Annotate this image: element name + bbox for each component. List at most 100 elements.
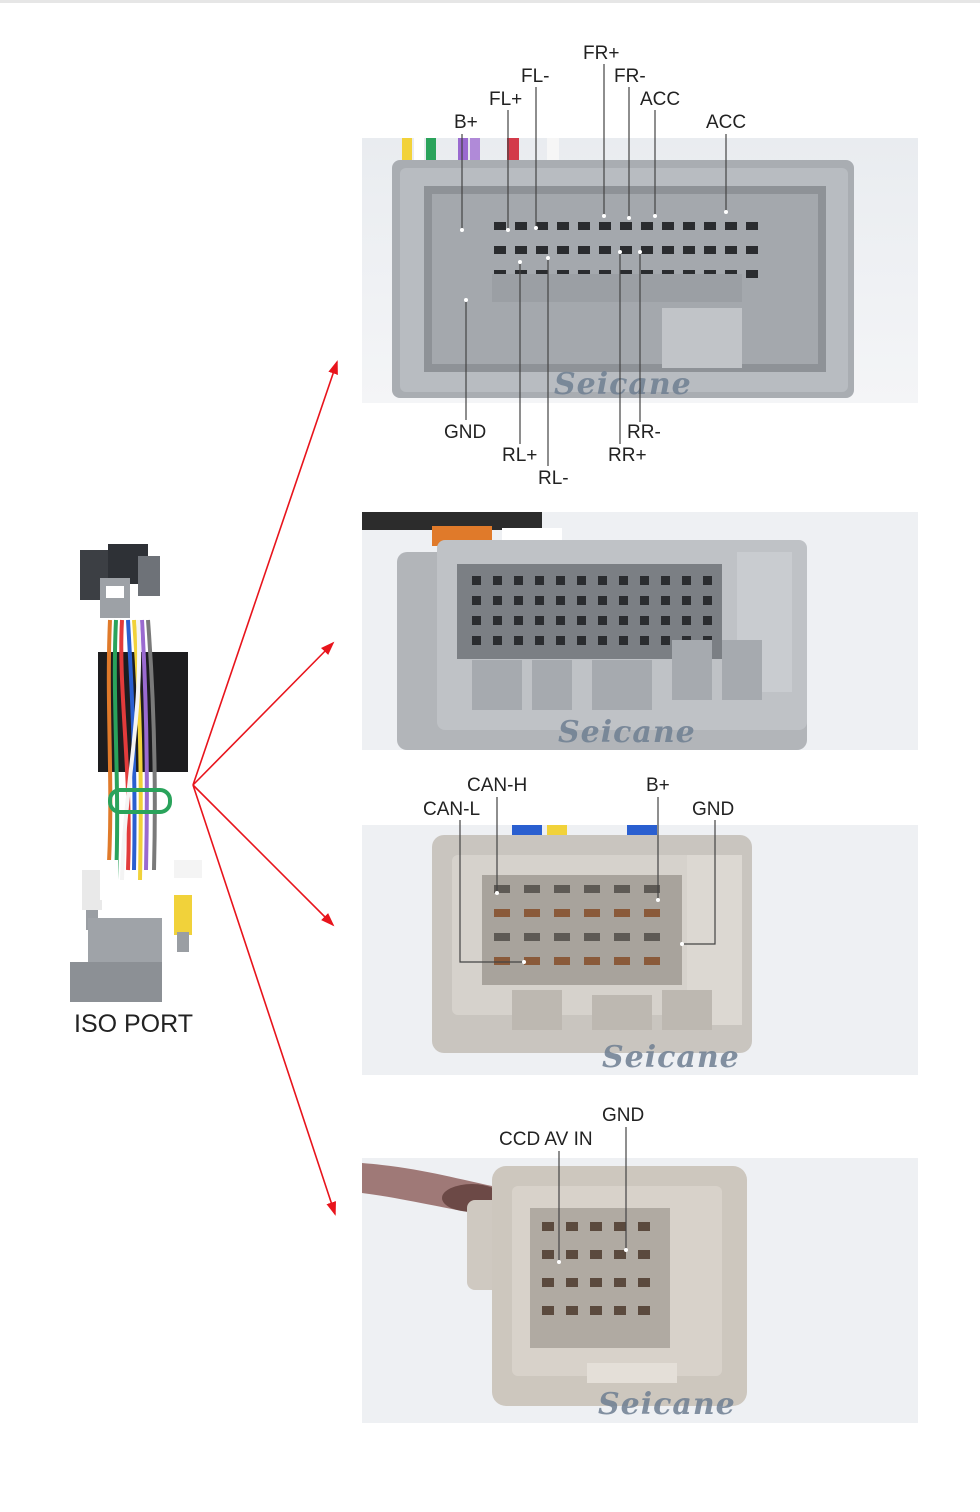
pin-slot — [599, 222, 611, 230]
pin-slot — [746, 222, 758, 230]
leader-dot-14 — [656, 898, 660, 902]
pin-slot — [566, 1250, 578, 1259]
pin-slot — [598, 596, 607, 605]
leader-dot-16 — [680, 942, 684, 946]
pin-slot — [590, 1250, 602, 1259]
pin-slot — [619, 596, 628, 605]
pin-slot — [577, 616, 586, 625]
pin-slot — [584, 885, 600, 893]
pin-slot — [590, 1306, 602, 1315]
pointer-arrow-2 — [192, 641, 335, 786]
leader-dot-1 — [602, 214, 606, 218]
pin-slot — [704, 222, 716, 230]
connector-photo-4: Seicane — [362, 1158, 918, 1423]
pin-slot — [535, 596, 544, 605]
pin-slot — [578, 222, 590, 230]
pin-slot — [494, 885, 510, 893]
pin-label-rr-plus: RR+ — [608, 445, 647, 466]
pin-label-b-plus-3: B+ — [646, 775, 670, 796]
connector-photo-3: Seicane — [362, 825, 918, 1075]
pin-slot — [472, 576, 481, 585]
leader-dot-6 — [724, 210, 728, 214]
pin-slot — [542, 1306, 554, 1315]
leader-line-16 — [682, 820, 716, 945]
pin-slot — [614, 1306, 626, 1315]
pin-slot — [524, 957, 540, 965]
pin-slot — [515, 222, 527, 230]
pin-slot — [556, 596, 565, 605]
leader-dot-13 — [495, 891, 499, 895]
pin-slot — [566, 1306, 578, 1315]
watermark-2: Seicane — [558, 715, 696, 750]
pin-slot — [619, 616, 628, 625]
top-divider — [0, 0, 980, 3]
pin-slot — [535, 616, 544, 625]
pin-label-gnd: GND — [444, 422, 487, 443]
pin-slot — [683, 246, 695, 254]
pin-rows-4 — [542, 1222, 650, 1315]
pin-label-acc-2: ACC — [706, 112, 747, 133]
connector-photo-2: Seicane — [362, 512, 918, 750]
pin-slot — [584, 909, 600, 917]
pin-label-acc-1: ACC — [640, 89, 681, 110]
pin-slot — [535, 576, 544, 585]
pin-label-can-h: CAN-H — [467, 775, 528, 796]
watermark-1: Seicane — [554, 367, 692, 402]
leader-dot-10 — [518, 260, 522, 264]
pin-slot — [514, 636, 523, 645]
pin-slot — [536, 246, 548, 254]
watermark-3: Seicane — [602, 1040, 740, 1075]
pin-label-gnd-4: GND — [602, 1105, 645, 1126]
pin-slot — [725, 222, 737, 230]
pin-slot — [598, 616, 607, 625]
pin-slot — [620, 246, 632, 254]
pin-slot — [494, 909, 510, 917]
pin-slot — [577, 596, 586, 605]
pin-slot — [641, 246, 653, 254]
leader-dot-5 — [653, 214, 657, 218]
pin-label-rl-plus: RL+ — [502, 445, 538, 466]
pin-slot — [638, 1278, 650, 1287]
pin-slot — [472, 596, 481, 605]
pin-slot — [644, 909, 660, 917]
pin-slot — [640, 596, 649, 605]
pin-slot — [703, 576, 712, 585]
pin-slot — [661, 636, 670, 645]
pin-slot — [493, 616, 502, 625]
pin-slot — [494, 222, 506, 230]
pin-slot — [598, 636, 607, 645]
pin-slot — [542, 1250, 554, 1259]
pin-slot — [493, 636, 502, 645]
pin-slot — [514, 576, 523, 585]
leader-dot-9 — [638, 250, 642, 254]
watermark-4: Seicane — [598, 1387, 736, 1422]
iso-harness-image — [70, 544, 202, 1002]
pin-label-gnd-3: GND — [692, 799, 735, 820]
iso-port-label: ISO PORT — [74, 1010, 194, 1038]
pin-rows-3 — [494, 885, 660, 965]
pin-slot — [661, 616, 670, 625]
pin-slot — [614, 909, 630, 917]
pin-slot — [515, 246, 527, 254]
pin-slot — [590, 1222, 602, 1231]
pin-slot — [554, 885, 570, 893]
pin-slot — [514, 596, 523, 605]
pin-slot — [554, 909, 570, 917]
pin-slot — [578, 246, 590, 254]
leader-dot-3 — [627, 216, 631, 220]
pin-slot — [638, 1222, 650, 1231]
pin-slot — [493, 596, 502, 605]
pin-slot — [554, 933, 570, 941]
leader-dot-11 — [618, 250, 622, 254]
pin-slot — [577, 576, 586, 585]
pin-slot — [682, 616, 691, 625]
pin-slot — [614, 885, 630, 893]
pointer-arrow-3 — [192, 784, 335, 927]
pin-slot — [556, 576, 565, 585]
pin-label-can-l: CAN-L — [423, 799, 481, 820]
pin-slot — [584, 933, 600, 941]
pin-slot — [638, 1306, 650, 1315]
pin-slot — [619, 636, 628, 645]
pin-slot — [557, 222, 569, 230]
leader-dot-15 — [522, 960, 526, 964]
